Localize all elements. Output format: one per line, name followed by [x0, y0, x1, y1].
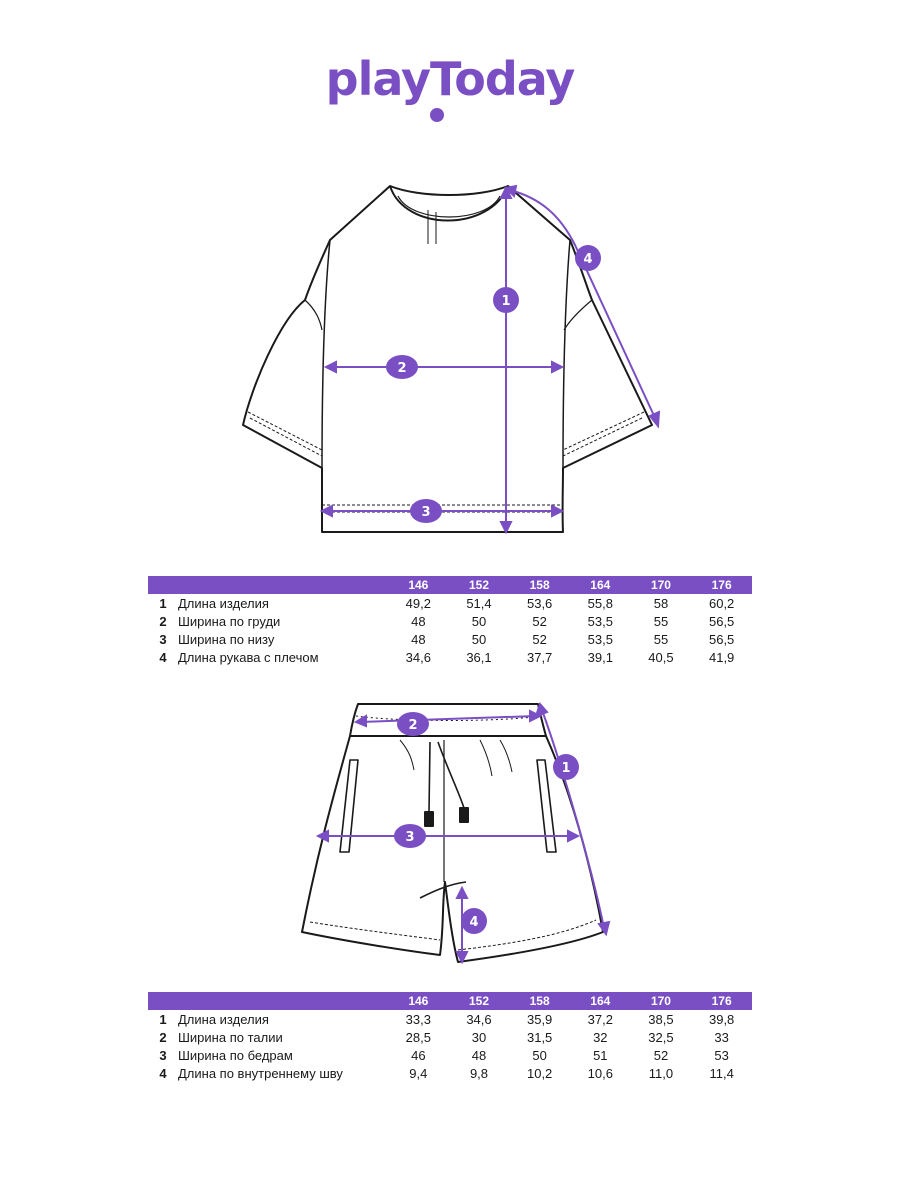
tshirt-sketch: 1 2 3 4	[242, 184, 661, 535]
size-header: 152	[448, 576, 510, 594]
size-header: 164	[569, 576, 631, 594]
svg-text:4: 4	[583, 252, 592, 267]
svg-text:3: 3	[405, 830, 414, 845]
tshirt-marker-3	[410, 499, 442, 523]
shorts-marker-1	[553, 754, 579, 780]
table-header-row: 146 152 158 164 170 176	[148, 992, 752, 1010]
logo-dot-icon	[430, 108, 444, 122]
table-row: 3 Ширина по низу 48 50 52 53,5 55 56,5	[159, 631, 735, 647]
size-header: 176	[691, 576, 752, 594]
svg-text:3: 3	[421, 505, 430, 520]
svg-text:4: 4	[469, 915, 478, 930]
size-header: 170	[630, 992, 692, 1010]
shorts-marker-4	[461, 908, 487, 934]
table-row: 2 Ширина по груди 48 50 52 53,5 55 56,5	[159, 613, 735, 629]
size-header: 146	[388, 576, 449, 594]
table-row: 1 Длина изделия 33,3 34,6 35,9 37,2 38,5…	[159, 1011, 735, 1027]
table-row: 4 Длина по внутреннему шву 9,4 9,8 10,2 …	[159, 1065, 734, 1081]
table-header-row: 146 152 158 164 170 176	[148, 576, 752, 594]
size-header: 170	[630, 576, 692, 594]
size-header: 176	[691, 992, 752, 1010]
brand-logo: playToday	[0, 52, 900, 106]
shorts-size-table: 146 152 158 164 170 176 1 Длина изделия …	[148, 992, 752, 1082]
logo-text: playToday	[325, 52, 576, 106]
size-header: 152	[448, 992, 510, 1010]
shorts-marker-3	[394, 824, 426, 848]
tshirt-marker-2	[386, 355, 418, 379]
table-row: 1 Длина изделия 49,2 51,4 53,6 55,8 58 6…	[159, 595, 735, 611]
size-header: 146	[388, 992, 449, 1010]
size-header: 158	[509, 992, 570, 1010]
svg-text:2: 2	[408, 718, 417, 733]
tshirt-size-table: 146 152 158 164 170 176 1 Длина изделия …	[148, 576, 752, 666]
tshirt-marker-4	[575, 245, 601, 271]
shorts-marker-2	[397, 712, 429, 736]
svg-text:1: 1	[501, 294, 510, 309]
size-header: 158	[509, 576, 570, 594]
tshirt-marker-1	[493, 287, 519, 313]
table-row: 2 Ширина по талии 28,5 30 31,5 32 32,5 3…	[159, 1029, 729, 1045]
size-header: 164	[569, 992, 631, 1010]
svg-text:2: 2	[397, 361, 406, 376]
svg-text:1: 1	[561, 761, 570, 776]
shorts-sketch: 1 2 3 4	[301, 702, 611, 965]
table-row: 4 Длина рукава с плечом 34,6 36,1 37,7 3…	[159, 649, 735, 665]
table-row: 3 Ширина по бедрам 46 48 50 51 52 53	[159, 1047, 729, 1063]
